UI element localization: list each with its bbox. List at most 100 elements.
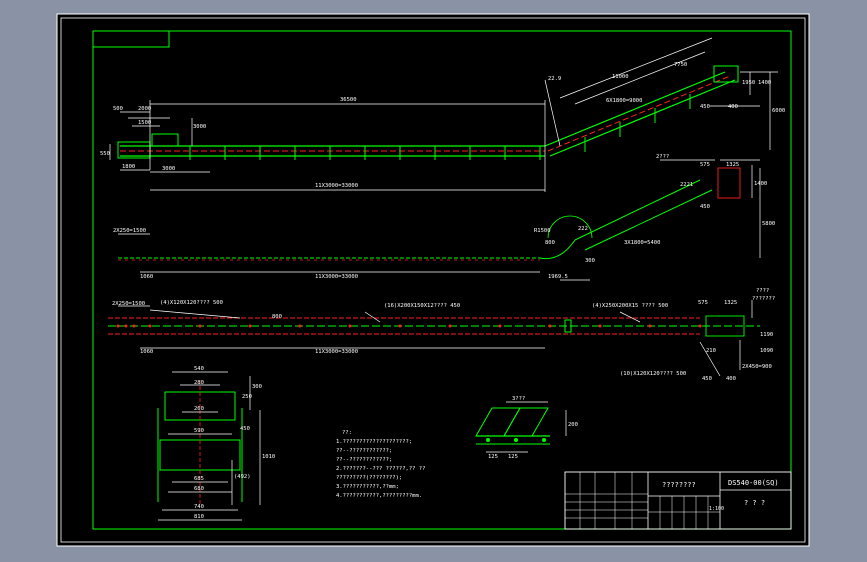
frame-view: 2??? 575 1325 1400 5800 450 2X250=1500 1… <box>113 154 775 281</box>
sv-w810: 810 <box>194 514 204 520</box>
elevation-incline-bottom <box>549 79 736 157</box>
elevation-incline-top <box>544 71 726 147</box>
dim-incline-seg: 6X1800=9000 <box>606 98 642 104</box>
plan-joint-box <box>564 319 572 333</box>
sv-w280: 280 <box>194 380 204 386</box>
pv-d1190: 1190 <box>760 332 773 338</box>
sv-h1010: 1010 <box>262 454 275 460</box>
pv-right-2x: 2X450=900 <box>742 364 772 370</box>
dim-incline-len: 11000 <box>612 74 629 80</box>
sv-w540: 540 <box>194 366 204 372</box>
pv-d1060: 1060 <box>140 349 153 355</box>
elevation-view: 36500 11X3000=33000 500 2000 1500 3000 5… <box>100 37 785 192</box>
sv-w680: 680 <box>194 486 204 492</box>
dv-w1251: 125 <box>508 454 518 460</box>
outer-border <box>60 17 806 543</box>
pv-tag-a: ???? <box>756 288 769 294</box>
dim-right-6000: 6000 <box>772 108 785 114</box>
fv-d5800: 5800 <box>762 221 775 227</box>
dim-height-left: 550 <box>100 151 110 157</box>
title-scale: 1:100 <box>709 506 724 512</box>
dim-chain-count: 11X3000=33000 <box>315 183 358 189</box>
frame-incline-top <box>574 179 701 241</box>
dim-top-1950: 1950 <box>742 80 755 86</box>
plan-head-box <box>705 315 745 337</box>
title-drawing-no: DS540-00(SQ) <box>728 479 779 487</box>
sheet-background <box>56 13 810 547</box>
frame-bend-circle <box>547 215 593 239</box>
plan-bolts <box>116 324 702 328</box>
plan-view: 2X250=1500 (4)X120X120???? 500 800 (16)X… <box>108 288 775 382</box>
sv-w590: 590 <box>194 428 204 434</box>
detail-view: 3??? 125 125 200 <box>475 396 578 460</box>
dim-incline-part: 7750 <box>674 62 687 68</box>
sv-w740: 740 <box>194 504 204 510</box>
pv-d800: 800 <box>272 314 282 320</box>
fv-d1060: 1060 <box>140 274 153 280</box>
dv-label: 3??? <box>512 396 525 402</box>
fv-d575: 575 <box>700 162 710 168</box>
pv-d575: 575 <box>698 300 708 306</box>
pv-tag-b: ??????? <box>752 296 775 302</box>
pv-first-group: (4)X120X120???? 500 <box>160 300 223 306</box>
elevation-supports <box>189 94 691 160</box>
frame-head-box <box>717 167 741 199</box>
pv-left: 2X250=1500 <box>112 301 145 307</box>
drive-unit <box>151 133 179 147</box>
fv-tag: 2??? <box>656 154 669 160</box>
sv-h4925: (492) <box>234 474 251 480</box>
note-line-1: 1.????????????????????; <box>336 439 412 445</box>
pv-d1325: 1325 <box>724 300 737 306</box>
dim-total-left: 500 <box>113 106 123 112</box>
fv-d-2221: 2221 <box>680 182 693 188</box>
fv-arc-222: 222 <box>578 226 588 232</box>
elevation-incline-red <box>547 75 731 152</box>
sv-w685: 685 <box>194 476 204 482</box>
pv-span: 11X3000=33000 <box>315 349 358 355</box>
sv-h250: 250 <box>242 394 252 400</box>
note-line-2: ??--????????????; <box>336 448 392 454</box>
pv-d400: 400 <box>726 376 736 382</box>
fv-d-1969: 1969.5 <box>548 274 568 280</box>
note-line-7: 4.???????????,?????????mm. <box>336 493 422 499</box>
note-line-6: 3.???????????,??mm; <box>336 484 399 490</box>
pv-right-1090: 1090 <box>760 348 773 354</box>
dim-top-450: 450 <box>700 104 710 110</box>
pv-middle-group: (16)X200X150X12???? 450 <box>384 303 460 309</box>
sv-h450: 450 <box>240 426 250 432</box>
fv-incline-count: 3X1800=5400 <box>624 240 660 246</box>
pv-right-group: (4)X250X200X15 ???? 500 <box>592 303 668 309</box>
dim-2000: 2000 <box>138 106 151 112</box>
pv-d210: 210 <box>706 348 716 354</box>
dim-angle: 22.9 <box>548 76 561 82</box>
technical-notes: ??: 1.????????????????????; ??--????????… <box>336 430 425 499</box>
dim-left-3000: 3000 <box>162 166 175 172</box>
note-line-3: ??--????????????; <box>336 457 392 463</box>
fv-span: 11X3000=33000 <box>315 274 358 280</box>
dim-top-400: 400 <box>728 104 738 110</box>
sv-h300: 300 <box>252 384 262 390</box>
dim-left-1800: 1800 <box>122 164 135 170</box>
detail-rollers <box>486 438 546 442</box>
head-unit <box>713 65 739 83</box>
fv-d1325: 1325 <box>726 162 739 168</box>
section-view: 540 280 260 590 685 680 740 810 300 450 … <box>157 366 275 521</box>
pv-bottom-group: (10)X120X120???? 500 <box>620 371 686 377</box>
title-name: ???????? <box>662 481 696 489</box>
title-company: ? ? ? <box>744 499 765 507</box>
note-line-4: 2.???????--??? ??????,?? ?? <box>336 466 425 472</box>
corner-tag-box <box>92 30 170 48</box>
dim-3000-vert: 3000 <box>193 124 206 130</box>
title-block: ???????? DS540-00(SQ) ? ? ? 1:100 <box>564 471 792 530</box>
dim-1500: 1500 <box>138 120 151 126</box>
pv-d450: 450 <box>702 376 712 382</box>
note-line-5: ?????????(????????); <box>336 475 402 481</box>
dim-main-span: 36500 <box>340 97 357 103</box>
fv-bend-800: 800 <box>545 240 555 246</box>
notes-header: ??: <box>342 430 352 436</box>
frame-incline-bottom <box>584 189 713 251</box>
frame-bend-arc <box>539 239 576 260</box>
fv-d450: 450 <box>700 204 710 210</box>
inner-frame <box>92 30 792 530</box>
